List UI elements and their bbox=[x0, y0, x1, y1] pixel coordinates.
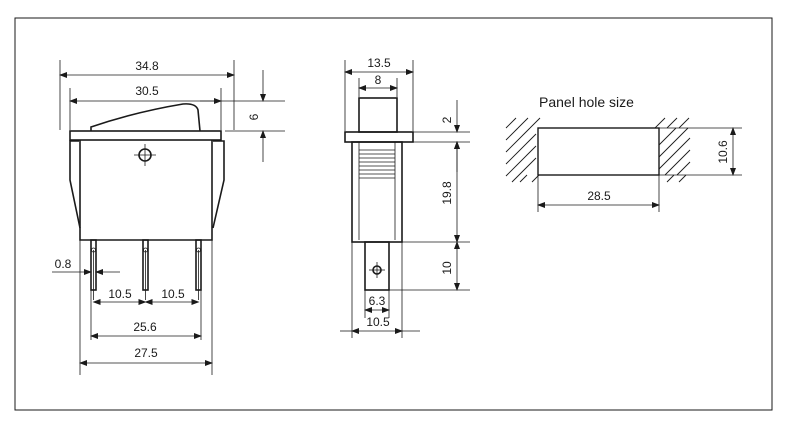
dim-pin-width: 0.8 bbox=[55, 257, 72, 271]
side-grip-ribs bbox=[358, 142, 396, 240]
dim-side-flange-thickness: 2 bbox=[440, 116, 454, 123]
side-flange bbox=[344, 131, 414, 143]
dim-pin-span: 25.6 bbox=[133, 320, 157, 334]
front-rocker bbox=[90, 103, 201, 132]
dim-panel-height: 10.6 bbox=[716, 140, 730, 164]
side-view: 13.5 8 2 19.8 10 6.3 10.5 bbox=[340, 56, 470, 338]
side-body bbox=[351, 141, 403, 243]
dim-body-width: 27.5 bbox=[134, 346, 158, 360]
panel-cutout bbox=[537, 127, 660, 176]
side-terminal bbox=[364, 241, 390, 291]
dim-pin-pitch-right: 10.5 bbox=[161, 287, 185, 301]
front-clip-right bbox=[212, 140, 225, 229]
dim-side-rocker-width: 8 bbox=[375, 73, 382, 87]
dim-pin-pitch-left: 10.5 bbox=[108, 287, 132, 301]
front-clip-left bbox=[69, 140, 81, 229]
dim-side-body-height: 19.8 bbox=[440, 181, 454, 205]
dim-side-top-width: 13.5 bbox=[367, 56, 391, 70]
dim-panel-width: 28.5 bbox=[587, 189, 611, 203]
side-rocker bbox=[358, 97, 398, 133]
dim-side-terminal-length: 10 bbox=[440, 261, 454, 275]
drawing-border bbox=[14, 17, 773, 411]
panel-hole-title: Panel hole size bbox=[539, 94, 634, 110]
panel-hole-view: Panel hole size bbox=[505, 94, 742, 212]
front-flange bbox=[69, 130, 222, 141]
dim-front-rocker-height: 6 bbox=[247, 113, 261, 120]
front-pins bbox=[90, 239, 202, 300]
dim-front-rocker-width: 30.5 bbox=[135, 84, 159, 98]
front-view: 34.8 30.5 6 0.8 10.5 10.5 25.6 27.5 bbox=[52, 59, 285, 375]
dim-front-overall-width: 34.8 bbox=[135, 59, 159, 73]
panel-hatching bbox=[505, 117, 691, 183]
dim-side-body-depth: 10.5 bbox=[366, 315, 390, 329]
dim-side-terminal-width: 6.3 bbox=[369, 294, 386, 308]
